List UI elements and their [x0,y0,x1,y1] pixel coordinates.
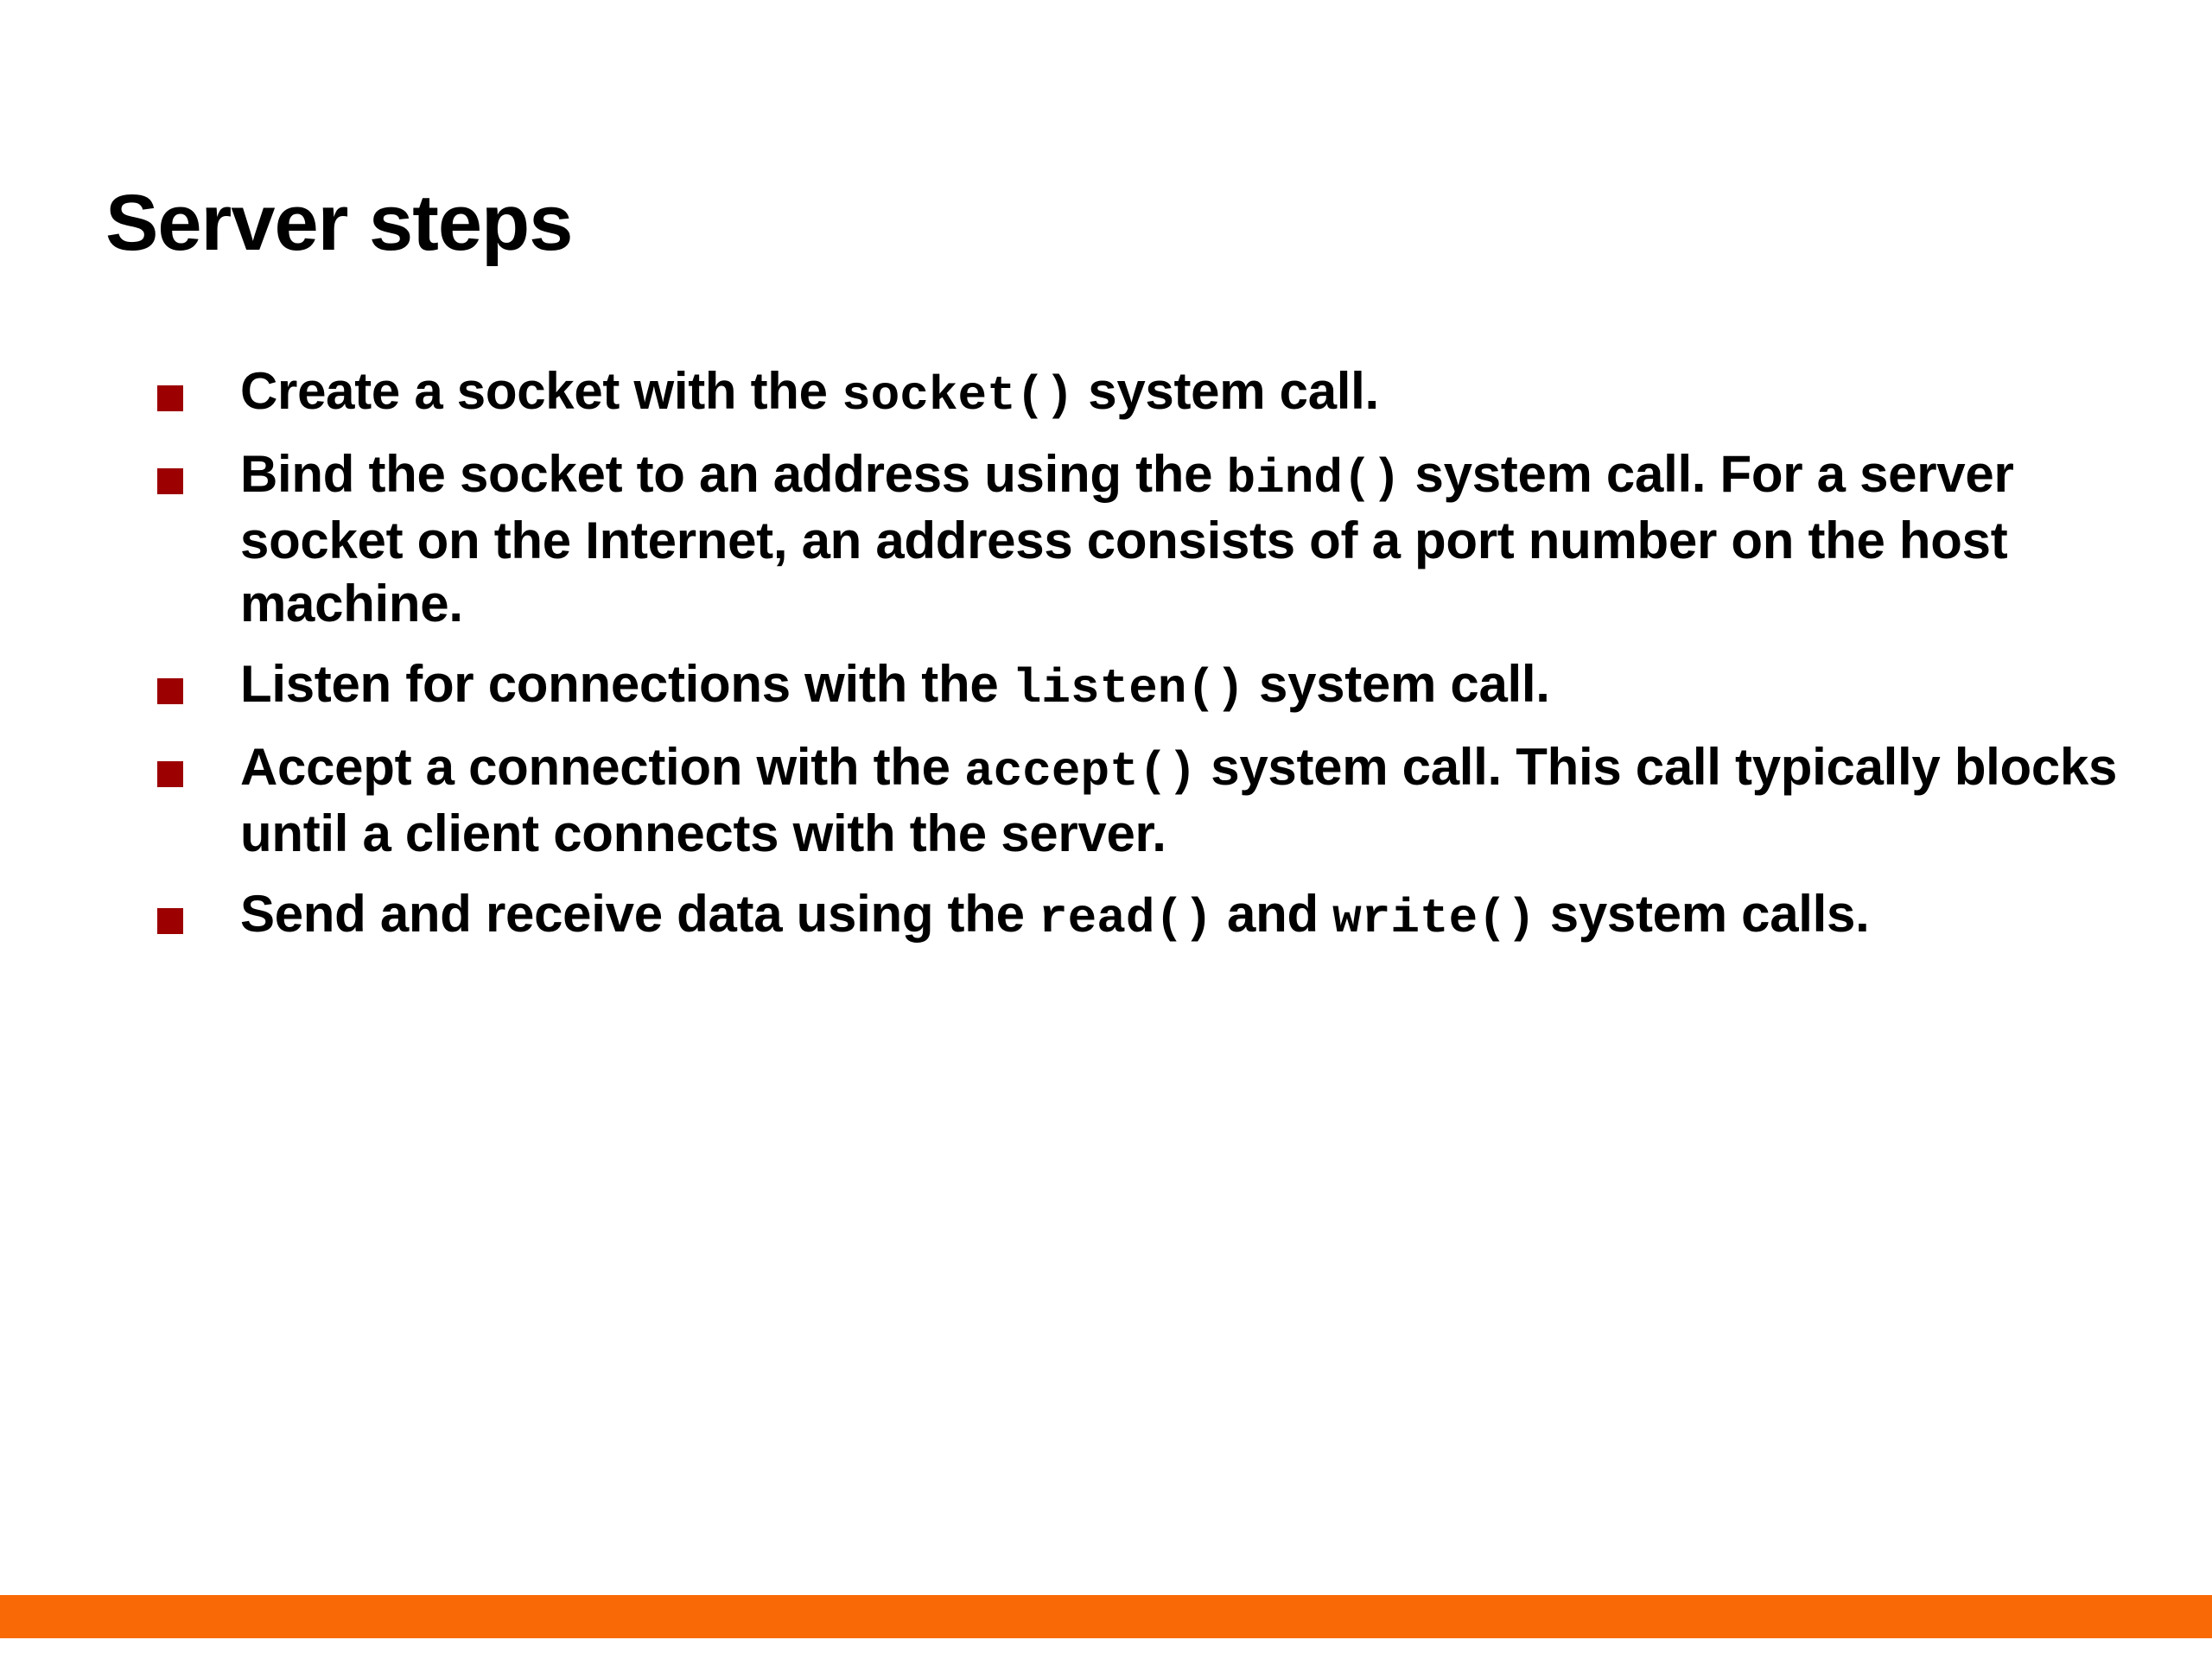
footer-accent-bar [0,1595,2212,1638]
inline-code: socket() [842,368,1074,423]
inline-code: listen() [1012,661,1245,716]
inline-text: Listen for connections with the [240,655,1013,713]
list-item-label: Send and receive data using the read() a… [240,882,2134,948]
inline-text: Send and receive data using the [240,884,1039,943]
page-title: Server steps [105,178,573,267]
inline-text: Create a socket with the [240,362,842,420]
list-item-label: Bind the socket to an address using the … [240,442,2134,635]
list-item-label: Listen for connections with the listen()… [240,652,2134,718]
list-item: Bind the socket to an address using the … [147,442,2134,635]
inline-code: write() [1332,890,1536,946]
inline-text: system call. [1244,655,1550,713]
list-item-label: Create a socket with the socket() system… [240,359,2134,425]
inline-code: accept() [964,744,1197,800]
list-item: Listen for connections with the listen()… [147,652,2134,718]
inline-code: read() [1039,890,1213,946]
square-bullet-icon [157,385,183,411]
list-item: Create a socket with the socket() system… [147,359,2134,425]
square-bullet-icon [157,761,183,788]
inline-text: system call. For a server socket on the … [240,445,2014,632]
square-bullet-icon [157,468,183,495]
inline-text: and [1212,884,1333,943]
inline-text: system call. [1073,362,1379,420]
list-item: Send and receive data using the read() a… [147,882,2134,948]
square-bullet-icon [157,907,183,934]
server-steps-list: Create a socket with the socket() system… [112,359,2134,965]
square-bullet-icon [157,678,183,704]
inline-text: system calls. [1535,884,1870,943]
inline-text: Bind the socket to an address using the [240,445,1227,504]
inline-code: bind() [1226,451,1402,507]
list-item: Accept a connection with the accept() sy… [147,735,2134,865]
inline-text: Accept a connection with the [240,738,965,797]
inline-text: system call. This call typically blocks … [240,738,2118,862]
list-item-label: Accept a connection with the accept() sy… [240,735,2134,865]
